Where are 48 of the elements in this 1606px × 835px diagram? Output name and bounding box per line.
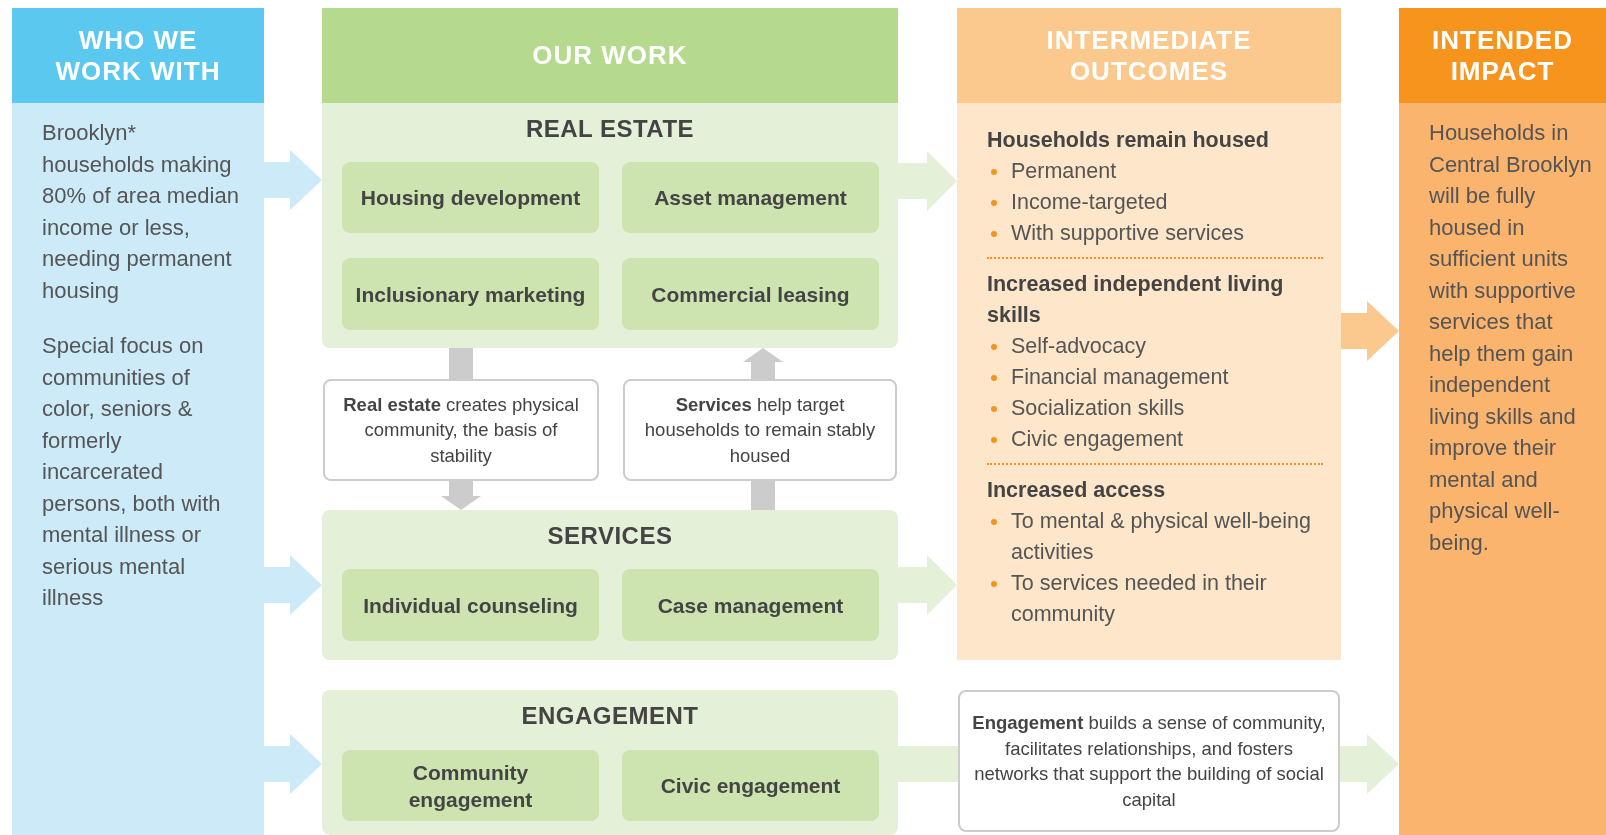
body-text: Households in Central Brooklyn will be fully housed in sufficient units with supportive services that help them gain independent living skills and improve their mental and physical well-being. (1429, 119, 1593, 557)
column-heading: WHO WE WORK WITH (12, 8, 264, 103)
section-title: REAL ESTATE (524, 115, 696, 143)
outcome-item: To mental & physical well-being activities (1011, 508, 1312, 566)
activity-label: Housing development (342, 162, 599, 233)
block-arrow (1340, 734, 1399, 794)
outcome-heading: Households remain housed (987, 127, 1270, 154)
block-arrow (1341, 301, 1399, 361)
section-panel (322, 690, 898, 835)
note-box: Real estate creates physical community, the basis of stability (323, 379, 599, 481)
block-arrow (441, 481, 481, 510)
block-arrow (264, 734, 322, 794)
activity-label: Community engagement (342, 750, 599, 821)
column-panel (12, 8, 264, 835)
column-heading: INTENDED IMPACT (1399, 8, 1606, 103)
column-panel (1399, 8, 1606, 835)
body-text: Brooklyn* households making 80% of area median income or less, needing permanent housing (42, 119, 240, 305)
activity-label: Commercial leasing (622, 258, 879, 330)
outcome-item: Income-targeted (1011, 189, 1169, 216)
section-panel (322, 510, 898, 660)
column-panel (957, 8, 1341, 660)
column-heading: INTERMEDIATE OUTCOMES (957, 8, 1341, 103)
block-arrow (743, 348, 783, 379)
outcome-item: Socialization skills (1011, 395, 1186, 422)
outcome-item: To services needed in their community (1011, 570, 1268, 628)
outcome-item: Self-advocacy (1011, 333, 1148, 360)
note-box: Services help target households to remain stably housed (623, 379, 897, 481)
block-arrow (264, 150, 322, 210)
section-panel (322, 103, 898, 348)
activity-label: Inclusionary marketing (342, 258, 599, 330)
activity-label: Civic engagement (622, 750, 879, 821)
section-title: ENGAGEMENT (520, 702, 700, 730)
section-title: SERVICES (546, 522, 674, 550)
outcome-item: With supportive services (1011, 220, 1245, 247)
block-arrow (898, 555, 957, 615)
body-text: Special focus on communities of color, seniors & formerly incarcerated persons, both with mental illness or serious mental illness (42, 332, 222, 612)
outcome-heading: Increased independent living skills (987, 271, 1285, 329)
note-box: Engagement builds a sense of community, facilitates relationships, and fosters networks that support the building of social capital (958, 690, 1340, 832)
activity-label: Case management (622, 569, 879, 641)
outcome-item: Financial management (1011, 364, 1230, 391)
activity-label: Individual counseling (342, 569, 599, 641)
block-arrow (898, 151, 957, 211)
outcome-heading: Increased access (987, 477, 1167, 504)
outcome-item: Permanent (1011, 158, 1118, 185)
column-heading: OUR WORK (322, 8, 898, 103)
block-arrow (264, 555, 322, 615)
outcome-item: Civic engagement (1011, 426, 1185, 453)
activity-label: Asset management (622, 162, 879, 233)
